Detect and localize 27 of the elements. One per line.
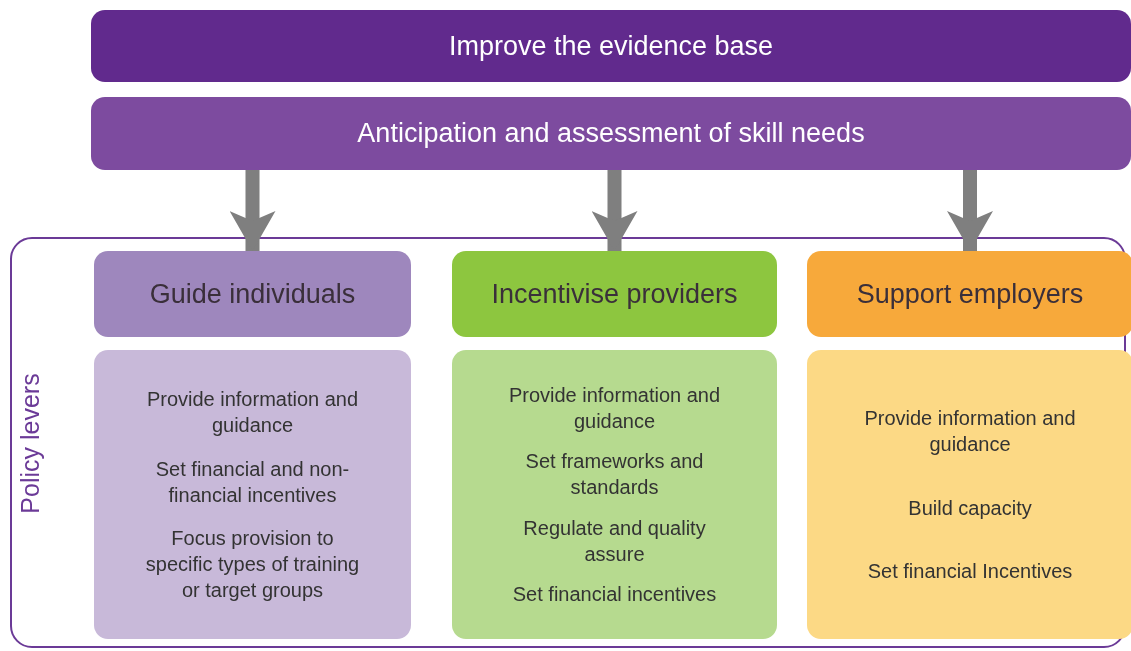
banner-bar: [91, 97, 1131, 170]
banner-bar: [91, 10, 1131, 82]
lever-text: Provide information and guidance: [145, 386, 360, 438]
arrow: [947, 170, 993, 251]
lever-text: Provide information and guidance: [507, 383, 722, 435]
header-box: [452, 251, 777, 337]
lever-text: Set financial Incentives: [867, 558, 1073, 584]
lever-text: Regulate and quality assure: [522, 515, 707, 567]
header-title: Incentivise providers: [491, 278, 738, 310]
arrow: [591, 170, 638, 251]
header-title: Guide individuals: [149, 278, 356, 310]
header-box: [807, 251, 1131, 337]
lever-text: Provide information and guidance: [863, 406, 1077, 458]
content-box: [94, 350, 411, 639]
side-label: Policy levers: [15, 372, 45, 516]
banner-title: Improve the evidence base: [448, 30, 774, 62]
lever-text: Set financial and non-financial incentives: [154, 456, 351, 508]
header-title: Support employers: [856, 278, 1084, 310]
banner-title: Anticipation and assessment of skill needs: [357, 118, 865, 149]
lever-text: Set frameworks and standards: [524, 449, 705, 501]
lever-text: Build capacity: [908, 495, 1032, 521]
header-box: [94, 251, 411, 337]
content-box: [807, 350, 1131, 639]
arrow: [229, 170, 276, 251]
lever-text: Focus provision to specific types of training or target groups: [144, 526, 361, 604]
content-box: [452, 350, 777, 639]
lever-text: Set financial incentives: [512, 581, 717, 607]
